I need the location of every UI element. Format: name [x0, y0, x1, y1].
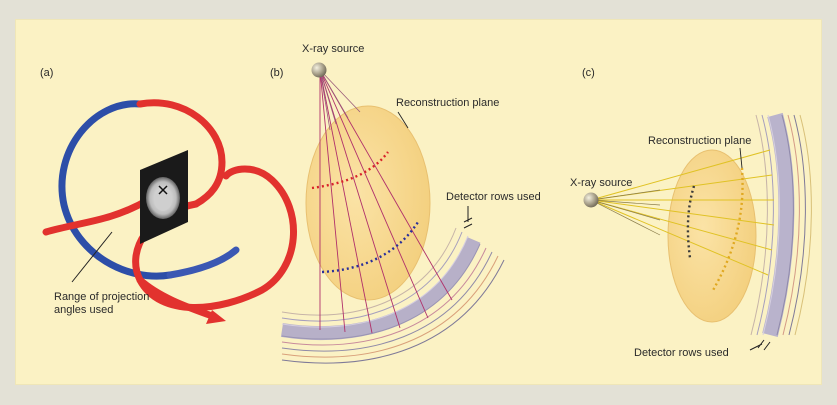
angle-annotation-line-2: angles used: [54, 304, 113, 316]
panel-c-detector-rows: [751, 115, 811, 335]
panel-c-sphere-icon: [584, 193, 599, 208]
helix-blue-tail: [170, 250, 236, 275]
panel-b-plane-label: Reconstruction plane: [396, 97, 499, 109]
panel-b-reconstruction-plane: [306, 106, 430, 300]
panel-b-detector-label: Detector rows used: [446, 191, 541, 203]
panel-b-sphere-icon: [312, 63, 327, 78]
panel-b-label: (b): [270, 67, 283, 79]
panel-b-source-label: X-ray source: [302, 43, 364, 55]
panel-c-source-label: X-ray source: [570, 177, 632, 189]
panel-c-detector-label: Detector rows used: [634, 347, 729, 359]
panel-c-plane-label: Reconstruction plane: [648, 135, 751, 147]
angle-annotation-line-1: Range of projection: [54, 291, 149, 303]
panel-a-label: (a): [40, 67, 53, 79]
panel-c-detector-leader: [750, 340, 770, 350]
panel-b-detector-leader: [464, 206, 472, 228]
panel-c-reconstruction-plane: [668, 150, 756, 322]
panel-c-label: (c): [582, 67, 595, 79]
ct-slice-icon: [140, 150, 188, 244]
